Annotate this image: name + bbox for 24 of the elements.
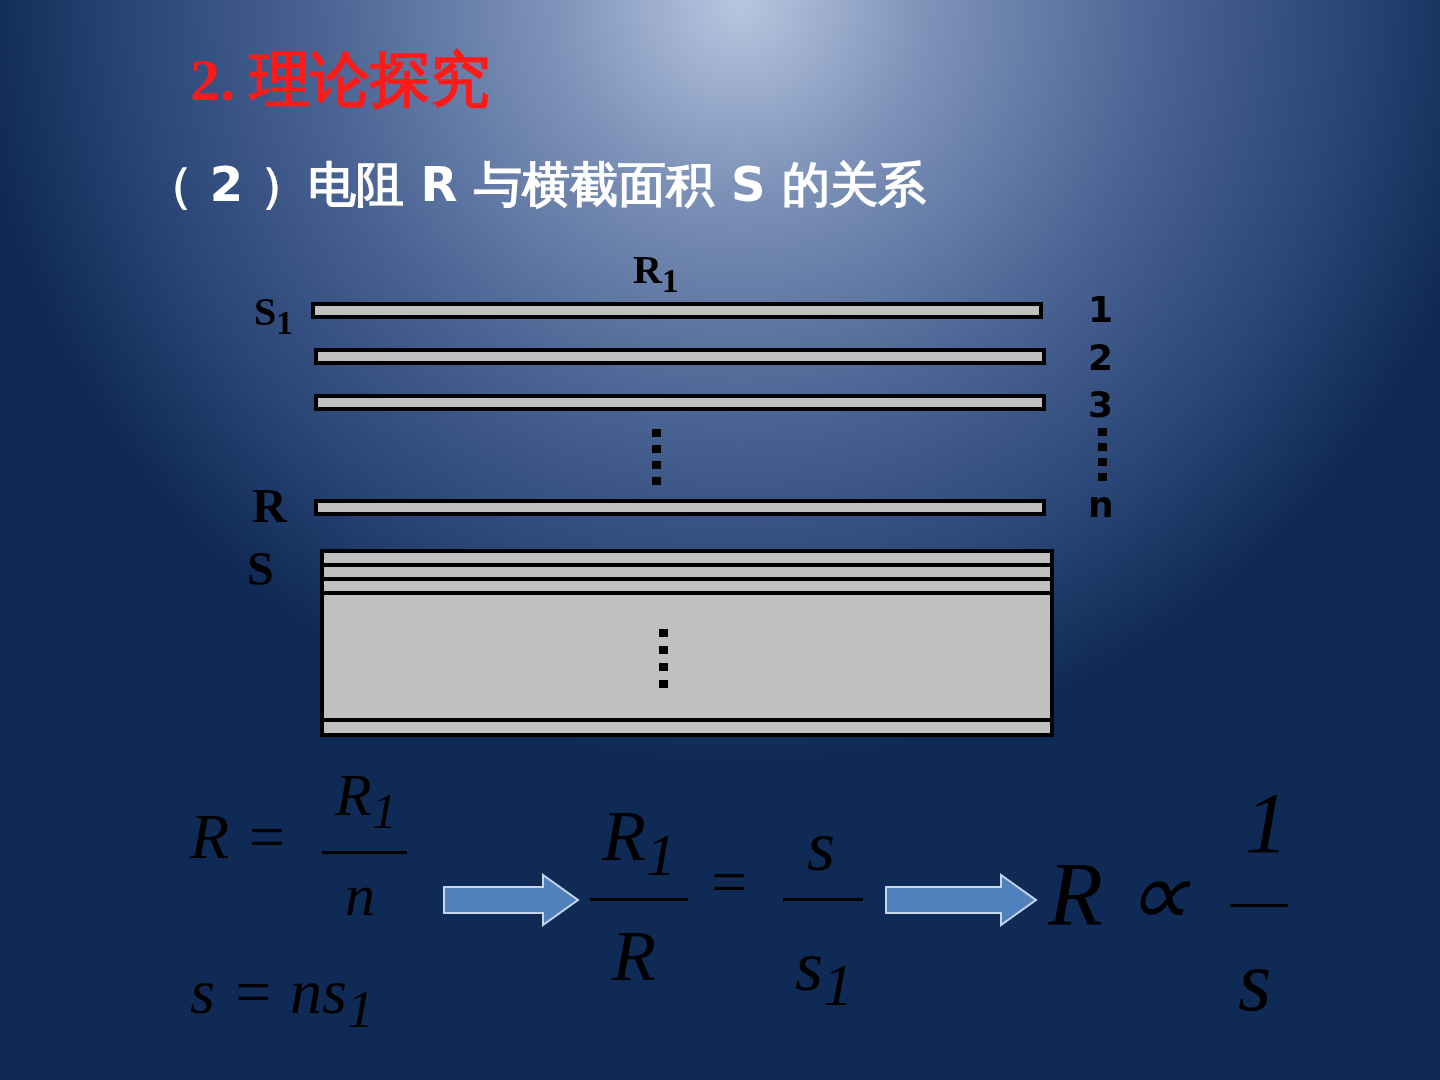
block-arrow xyxy=(885,873,1038,927)
label-text: 1 xyxy=(1088,292,1114,328)
fraction-denominator: R xyxy=(612,920,656,992)
fraction-denominator: s$_{1}$ xyxy=(795,930,854,1016)
fraction-denominator: s xyxy=(1238,938,1272,1024)
fraction-numerator: s xyxy=(807,810,836,882)
label-text: n xyxy=(1088,487,1114,523)
formula-text: R = xyxy=(190,805,289,869)
formula-text: s = ns$_{1}$ xyxy=(190,960,374,1037)
label-text: S$_{1}$ xyxy=(254,292,293,340)
label-text: R xyxy=(252,482,287,530)
formula-text: R ∝ xyxy=(1048,850,1190,940)
block-arrow xyxy=(443,873,580,927)
label-text: R$_{1}$ xyxy=(633,250,679,298)
equals-sign: = xyxy=(707,850,751,914)
subtitle: （ 2 ）电阻 R 与横截面积 S 的关系 xyxy=(145,155,928,214)
label-text: 3 xyxy=(1088,387,1114,423)
fraction-numerator: R$_{1}$ xyxy=(335,765,397,836)
fraction-denominator: n xyxy=(345,865,375,925)
label-text: S xyxy=(247,545,274,593)
title: 2. 理论探究 xyxy=(190,46,490,115)
label-text: 2 xyxy=(1088,340,1114,376)
fraction-numerator: R$_{1}$ xyxy=(602,800,676,886)
fraction-numerator: 1 xyxy=(1245,780,1288,866)
